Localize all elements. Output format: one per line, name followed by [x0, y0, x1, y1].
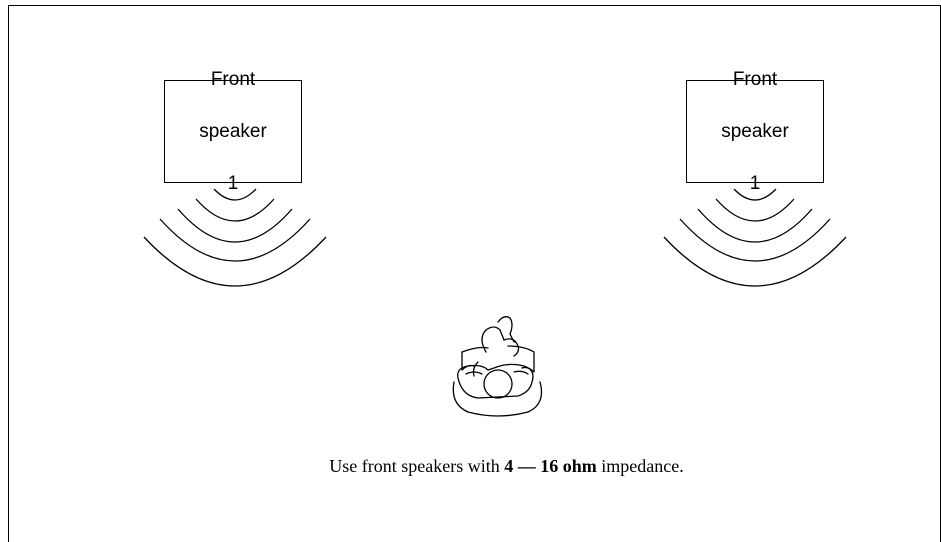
listener-in-chair-icon [452, 316, 543, 417]
caption-impedance-range: 4 — 16 ohm [504, 456, 597, 476]
speaker-right-line-2: speaker [721, 120, 789, 142]
caption-prefix: Use front speakers with [329, 456, 505, 476]
speaker-left-box: Front speaker 1 [164, 69, 302, 194]
caption-suffix: impedance. [596, 456, 684, 476]
speaker-right-box: Front speaker 1 [686, 69, 824, 194]
diagram-frame [8, 5, 941, 542]
speaker-right-label: Front speaker 1 [721, 41, 789, 223]
speaker-left-line-1: Front [210, 68, 256, 90]
speaker-left-line-2: speaker [199, 120, 267, 142]
speaker-right-line-1: Front [732, 68, 778, 90]
speaker-left-waves-icon [143, 188, 327, 287]
speaker-left-line-3: 1 [227, 172, 239, 194]
speaker-right-line-3: 1 [749, 172, 761, 194]
speaker-right-waves-icon [663, 188, 847, 287]
impedance-caption: Use front speakers with 4 — 16 ohm imped… [36, 456, 941, 477]
speaker-left-label: Front speaker 1 [199, 41, 267, 223]
